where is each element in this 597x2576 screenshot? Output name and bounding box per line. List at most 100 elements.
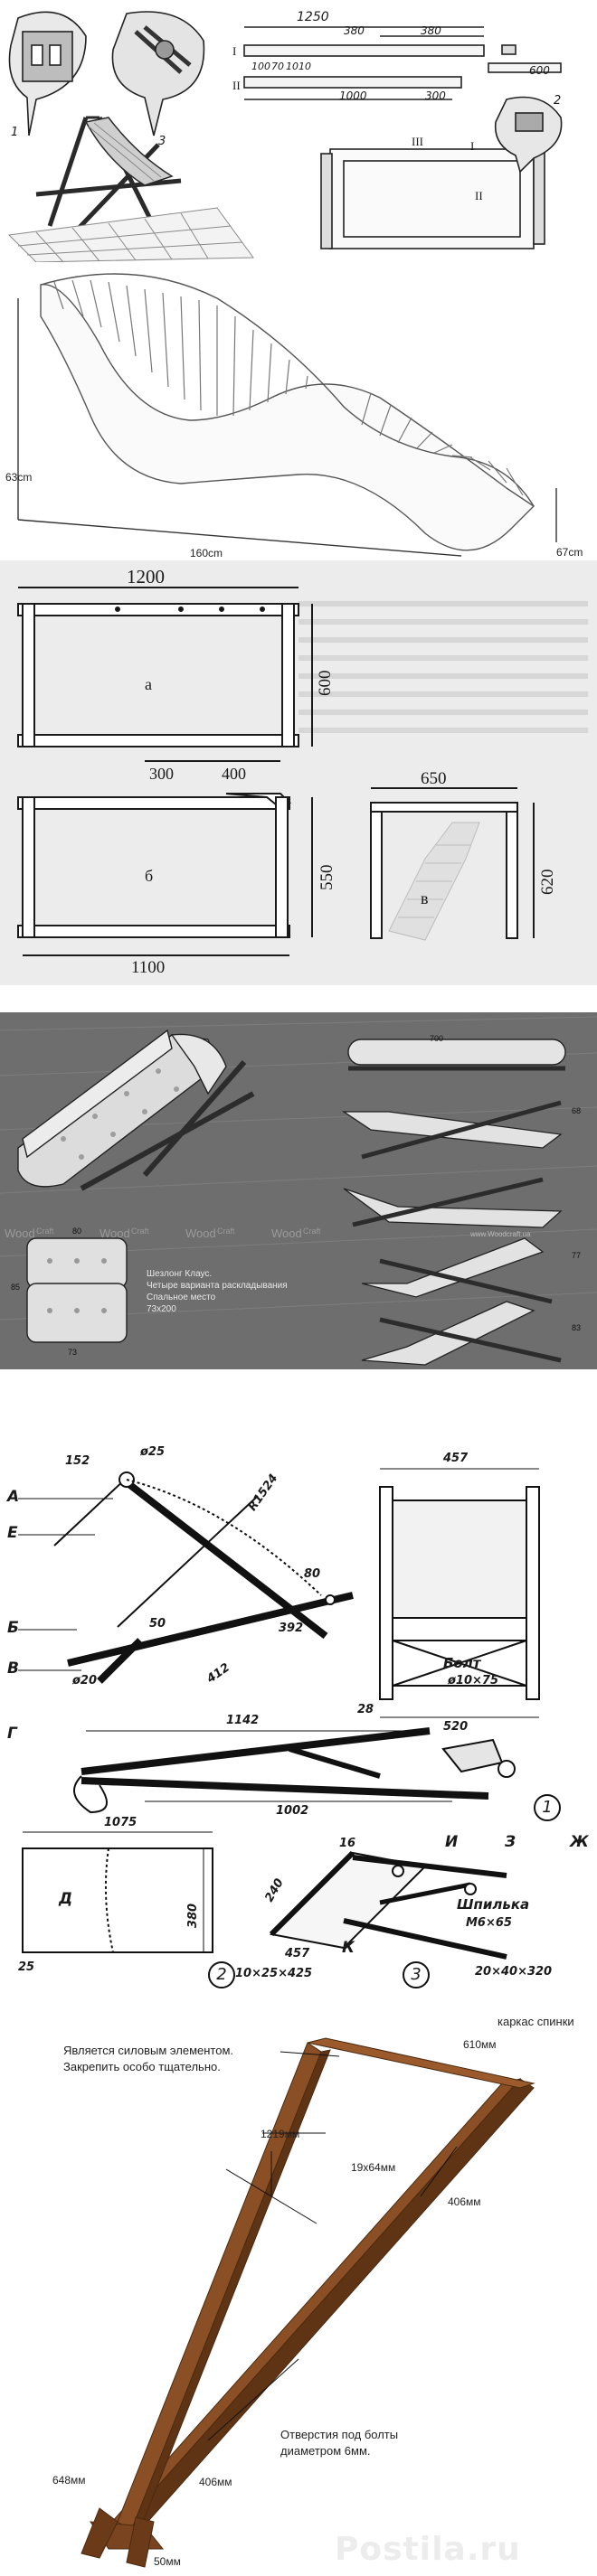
letter-G: Г: [7, 1725, 17, 1743]
dim-300: 300: [425, 89, 446, 102]
dim-1100: 1100: [131, 958, 166, 977]
caption-line-3: Спальное место: [147, 1293, 216, 1302]
letter-V: В: [7, 1659, 19, 1678]
deckchair-sketch-art: [7, 11, 563, 262]
deckchair-drawing: [35, 116, 182, 241]
watermark-craft-2: Craft: [131, 1227, 149, 1236]
circle-2: 2: [208, 1961, 235, 1988]
technical-drawings-art: [18, 1468, 540, 1960]
letter-Zh: Ж: [570, 1833, 589, 1851]
dim-70: 70: [271, 61, 284, 72]
panel-technical-drawings: А Е Б В Г Д И З Ж К 152 ø25 R1524 80 50 …: [0, 1415, 597, 2002]
dim-1200: 1200: [127, 566, 165, 588]
dim-d20: ø20: [72, 1674, 98, 1688]
dim-600: 600: [316, 670, 335, 697]
dim-1219mm: 1219мм: [261, 2128, 300, 2140]
letter-E: Е: [7, 1524, 18, 1542]
panel-frame-schematics: 1200 600 300 400 550 1100 650 620 а б в: [0, 560, 597, 985]
dim-380-b: 380: [421, 24, 441, 37]
dim-28: 28: [357, 1703, 374, 1716]
part-drawings: [243, 26, 562, 100]
dim-620: 620: [538, 869, 557, 896]
dim-400: 400: [222, 765, 246, 783]
fig-2: 2: [554, 94, 562, 108]
backrest-title: каркас спинки: [498, 2016, 574, 2028]
roman-iii: III: [412, 135, 423, 148]
site-watermark: Postila.ru: [335, 2531, 521, 2568]
panel-klaus-lounger: 700 80 85 73 68 77 83 Wood Craft Wood Cr…: [0, 1012, 597, 1369]
dim-10-b: 10: [298, 61, 311, 72]
dim-650: 650: [421, 769, 447, 788]
roman-i-top: I: [232, 44, 237, 58]
dim-77: 77: [572, 1251, 582, 1260]
dim-1250: 1250: [297, 10, 329, 24]
dim-1142: 1142: [226, 1714, 260, 1727]
panel-deckchair-sketches: 1250 380 380 100 70 10 10 1000 300 600 I…: [0, 0, 597, 262]
dim-600: 600: [529, 64, 550, 77]
dim-19x64mm: 19x64мм: [351, 2161, 396, 2174]
note-structural-1: Является силовым элементом.: [63, 2044, 233, 2057]
stud-size: M6×65: [466, 1916, 512, 1930]
dim-80: 80: [72, 1227, 82, 1236]
letter-b: б: [145, 867, 154, 885]
bolt-label: Болт: [443, 1655, 481, 1671]
fig-1: 1: [11, 126, 19, 139]
note-bolt-holes-2: диаметром 6мм.: [280, 2444, 371, 2458]
caption-line-1: Шезлонг Клаус.: [147, 1269, 213, 1279]
dim-1075: 1075: [104, 1816, 137, 1829]
note-structural-2: Закрепить особо тщательно.: [63, 2060, 221, 2073]
circle-1: 1: [534, 1794, 561, 1821]
dim-10x25x425: 10×25×425: [235, 1967, 313, 1980]
watermark-site: www.Woodcraft.ua: [470, 1230, 531, 1238]
dim-300: 300: [149, 765, 174, 783]
wave-lounger-drawing: [17, 273, 557, 557]
joint-detail-bubble-3: [111, 11, 205, 136]
dim-700: 700: [430, 1034, 444, 1043]
floor-tiles: [7, 207, 254, 262]
roman-ii-frame: II: [475, 189, 483, 202]
letter-a: а: [145, 675, 152, 693]
dim-63cm: 63cm: [5, 471, 33, 484]
caption-line-2: Четыре варианта раскладывания: [147, 1281, 288, 1291]
dim-50: 50: [149, 1617, 166, 1631]
letter-D: Д: [59, 1890, 73, 1908]
watermark-wood-4: Wood: [271, 1227, 302, 1240]
dim-380-a: 380: [344, 24, 365, 37]
dim-83: 83: [572, 1323, 582, 1332]
dim-100: 100: [251, 61, 270, 72]
dim-20x40x320: 20×40×320: [475, 1965, 553, 1979]
panel-backrest-frame: каркас спинки Является силовым элементом…: [0, 2016, 597, 2576]
dim-1000: 1000: [339, 89, 367, 102]
dim-610mm: 610мм: [463, 2038, 497, 2051]
frame-drawing: [320, 96, 563, 249]
note-bolt-holes-1: Отверстия под болты: [280, 2428, 399, 2441]
dim-457-front: 457: [443, 1452, 469, 1465]
fig-3: 3: [158, 135, 166, 148]
klaus-lounger-drawing: [0, 1016, 597, 1366]
dim-160cm: 160cm: [190, 547, 223, 559]
frame-schematics-drawing: [17, 587, 588, 956]
watermark-wood-3: Wood: [185, 1227, 216, 1240]
roman-ii-top: II: [232, 79, 241, 92]
panel-wave-lounger: 63cm 160cm 67cm: [0, 262, 597, 560]
dim-85: 85: [11, 1283, 21, 1292]
letter-A: А: [7, 1488, 20, 1506]
dim-550: 550: [317, 864, 336, 891]
circle-3: 3: [403, 1961, 430, 1988]
bolt-size: ø10×75: [448, 1674, 499, 1688]
watermark-craft-3: Craft: [217, 1227, 235, 1236]
dim-80: 80: [304, 1567, 321, 1581]
dim-406mm-b: 406мм: [199, 2476, 232, 2488]
dim-50mm: 50мм: [154, 2555, 181, 2568]
watermark-wood-2: Wood: [100, 1227, 130, 1240]
dim-392: 392: [279, 1622, 304, 1635]
letter-v: в: [421, 889, 429, 907]
letter-Z: З: [505, 1833, 516, 1851]
roman-i-frame: I: [470, 139, 475, 153]
dim-10-a: 10: [286, 61, 298, 72]
stud-label: Шпилька: [457, 1896, 530, 1913]
letter-B: Б: [7, 1619, 19, 1637]
dim-406mm-a: 406мм: [448, 2195, 481, 2208]
dim-457-assembly: 457: [285, 1947, 310, 1960]
dim-73: 73: [68, 1348, 78, 1357]
